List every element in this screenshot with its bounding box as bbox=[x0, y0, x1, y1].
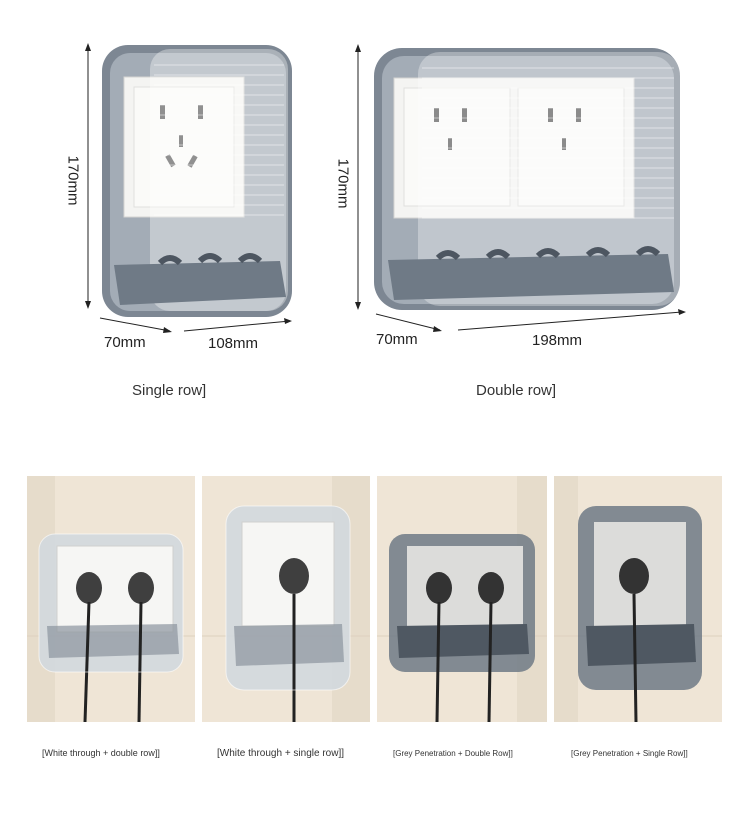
photo-grey-double bbox=[377, 476, 547, 722]
photo-caption-grey-single: [Grey Penetration + Single Row]] bbox=[571, 749, 688, 758]
single-row-product-image bbox=[85, 43, 292, 333]
white-single-box-image bbox=[202, 476, 370, 722]
photo-caption-white-double: [White through + double row]] bbox=[42, 748, 160, 758]
double-width-label: 198mm bbox=[532, 332, 583, 349]
grey-single-box-image bbox=[554, 476, 722, 722]
double-depth-label: 70mm bbox=[376, 331, 418, 348]
photo-white-single bbox=[202, 476, 370, 722]
double-row-caption: Double row] bbox=[476, 382, 557, 399]
photo-caption-white-single: [White through + single row]] bbox=[217, 748, 345, 759]
single-width-label: 108mm bbox=[208, 335, 259, 352]
single-height-label: 170mm bbox=[64, 155, 82, 206]
grey-double-box-image bbox=[377, 476, 547, 722]
single-row-caption: Single row] bbox=[132, 382, 207, 399]
single-depth-label: 70mm bbox=[104, 334, 146, 351]
photo-grey-single bbox=[554, 476, 722, 722]
photo-white-double bbox=[27, 476, 195, 722]
white-double-box-image bbox=[27, 476, 195, 722]
double-row-product-image bbox=[355, 44, 686, 332]
photo-caption-grey-double: [Grey Penetration + Double Row]] bbox=[393, 749, 513, 758]
double-height-label: 170mm bbox=[334, 158, 352, 209]
